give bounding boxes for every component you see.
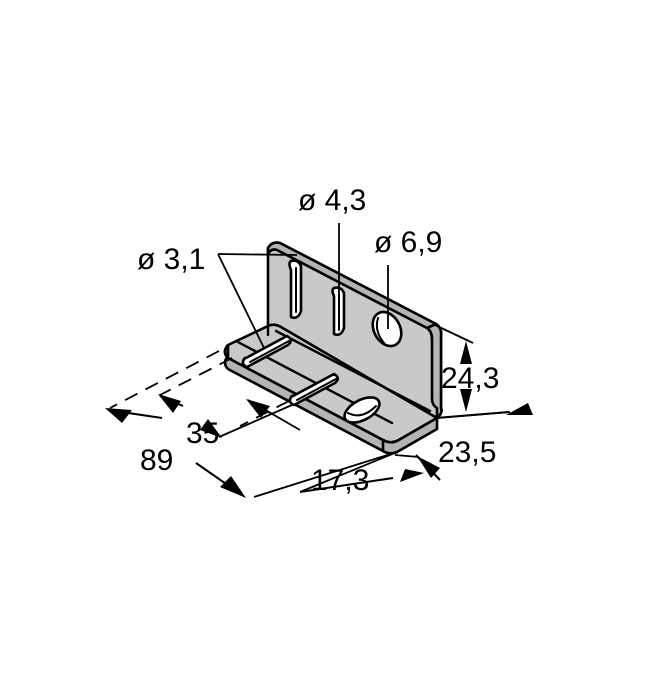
horizontal-slot-3-1-shading <box>249 340 290 363</box>
dimension-label-23-5: 23,5 <box>438 436 496 469</box>
callout-label-dia-4-3: ø 4,3 <box>298 184 366 217</box>
dimension-89-arrow-start <box>105 408 132 423</box>
dimension-35: 35 <box>158 357 293 450</box>
diameter-callouts: ø 3,1 ø 4,3 ø 6,9 <box>137 184 442 349</box>
horizontal-hole-round-shading <box>347 405 377 417</box>
dimension-17-3-arrow-start <box>246 399 270 418</box>
dimension-24-3-arrow-top <box>460 341 472 364</box>
dimension-23-5: 23,5 <box>394 403 533 481</box>
vertical-plate-right-rim <box>425 322 443 420</box>
dimension-label-89: 89 <box>140 444 173 477</box>
horizontal-hole-round <box>343 396 381 424</box>
dimension-89-extension-lower <box>253 451 398 498</box>
vertical-face-holes <box>288 259 403 348</box>
horizontal-plate-front-edge <box>381 416 439 455</box>
dimension-label-17-3: 17,3 <box>311 464 369 497</box>
dimension-17-3: 17,3 <box>239 399 424 497</box>
dimension-89-extension-upper <box>109 350 220 409</box>
horizontal-slot-middle-shading <box>296 378 337 401</box>
dimension-35-arrow-end <box>200 419 222 438</box>
vertical-hole-6-9-shading <box>375 317 385 344</box>
dimension-23-5-extension <box>394 454 420 458</box>
dimension-89-arrow-end <box>220 476 246 498</box>
callout-label-dia-6-9: ø 6,9 <box>374 226 442 259</box>
dimension-89: 89 <box>105 350 398 498</box>
callout-label-dia-3-1: ø 3,1 <box>137 243 205 276</box>
dimension-17-3-arrow-end <box>400 469 424 482</box>
vertical-plate-bottom-contour <box>274 329 432 413</box>
dimension-35-extension-lower <box>218 404 293 438</box>
dimension-24-3-extension-top <box>434 324 474 344</box>
dimension-label-24-3: 24,3 <box>441 362 499 395</box>
horizontal-face-holes <box>241 334 381 424</box>
dimension-35-extension-upper <box>159 357 233 396</box>
dimension-24-3-arrow-bottom <box>460 389 472 412</box>
dimension-23-5-arrow-upper <box>506 403 533 415</box>
dimension-label-35: 35 <box>186 417 219 450</box>
dimension-17-3-extension-upper <box>239 400 290 427</box>
leader-dia-3-1-fork <box>217 253 298 349</box>
dimension-35-arrow-start <box>158 394 181 413</box>
dimension-23-5-arrow-lower <box>417 456 440 478</box>
dimension-24-3: 24,3 <box>434 324 511 419</box>
